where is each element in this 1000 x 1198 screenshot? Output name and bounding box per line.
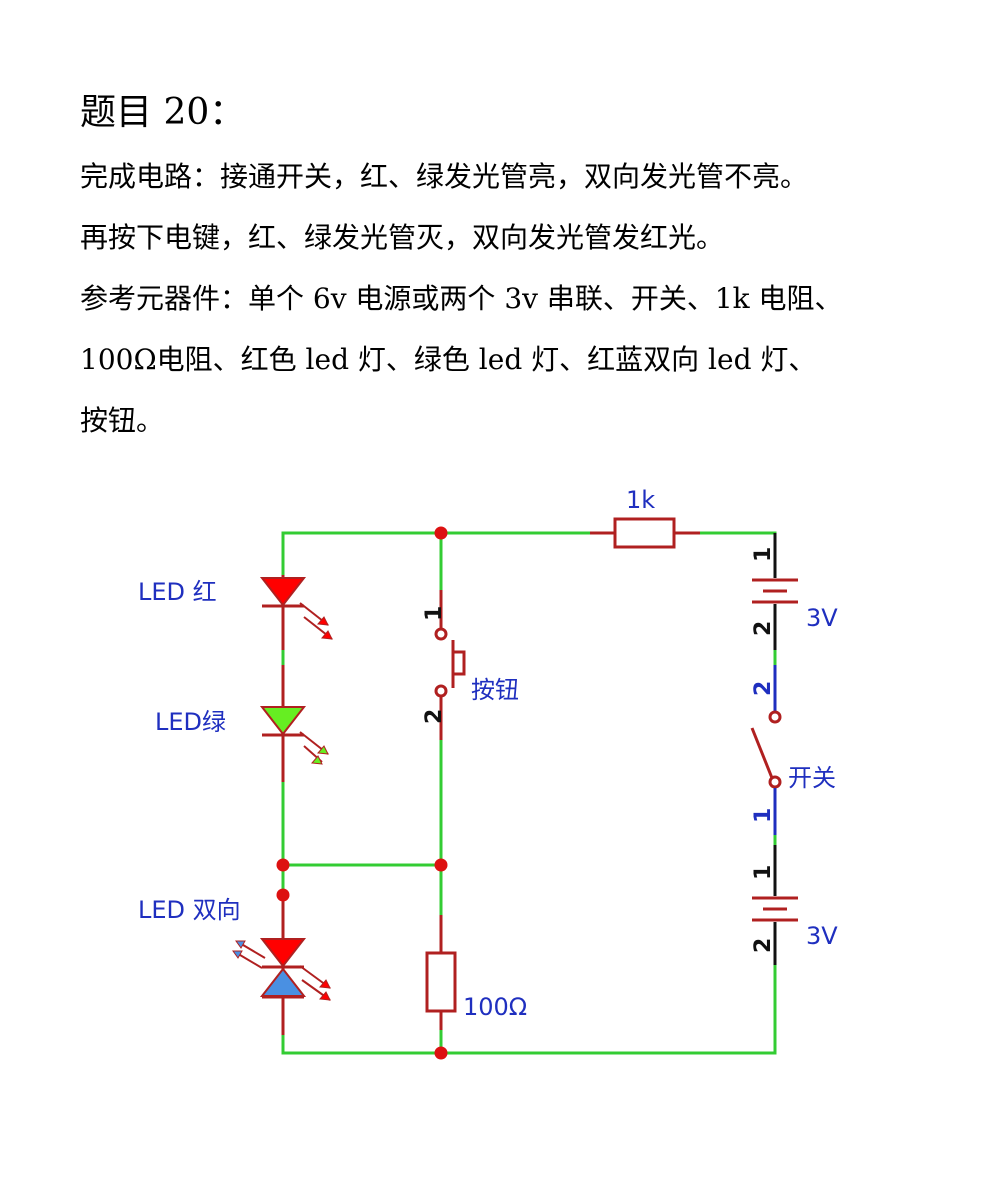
battery-bottom [752,845,798,965]
junction-bottom-middle [434,1046,448,1060]
problem-line-1: 完成电路：接通开关，红、绿发光管亮，双向发光管不亮。 [80,160,809,193]
button-pin-1: 1 [422,606,447,621]
resistor-100-ohm [425,915,457,1030]
led-green [259,665,329,782]
battery-top [752,533,798,665]
led-bidirectional [232,895,331,1035]
battery-top-pin-1: 1 [751,547,776,562]
switch-label: 开关 [788,764,836,792]
switch-pin-1: 1 [751,808,776,823]
problem-line-3: 参考元器件：单个 6v 电源或两个 3v 串联、开关、1k 电阻、 [80,282,843,315]
problem-line-2: 再按下电键，红、绿发光管灭，双向发光管发红光。 [80,221,725,254]
battery-top-label: 3V [806,604,838,632]
junction-left-middle [276,858,290,872]
problem-title: 题目 20： [80,92,246,133]
button-pin-2: 2 [422,709,447,724]
problem-line-5: 按钮。 [80,404,165,437]
resistor-1k-label: 1k [626,486,655,514]
led-red-label: LED 红 [138,578,217,606]
switch [750,665,782,845]
battery-bottom-pin-2: 2 [751,938,776,953]
battery-bottom-pin-1: 1 [751,865,776,880]
resistor-100-ohm-label: 100Ω [463,993,527,1021]
problem-line-4: 100Ω电阻、红色 led 灯、绿色 led 灯、红蓝双向 led 灯、 [80,343,817,376]
junctions [276,526,448,1060]
junction-left-led [276,888,290,902]
battery-top-pin-2: 2 [751,621,776,636]
led-bidirectional-label: LED 双向 [138,896,241,924]
wires [281,531,777,1055]
button-label: 按钮 [471,676,519,704]
circuit-diagram: 1k LED 红 LED绿 LED 双 [138,486,838,1060]
led-red [259,575,333,650]
resistor-1k [590,517,700,549]
battery-bottom-label: 3V [806,922,838,950]
push-button [434,590,466,740]
led-green-label: LED绿 [155,708,226,736]
problem-text: 题目 20： 完成电路：接通开关，红、绿发光管亮，双向发光管不亮。 再按下电键，… [80,84,960,451]
junction-center [434,858,448,872]
switch-pin-2: 2 [751,681,776,696]
junction-top-middle [434,526,448,540]
